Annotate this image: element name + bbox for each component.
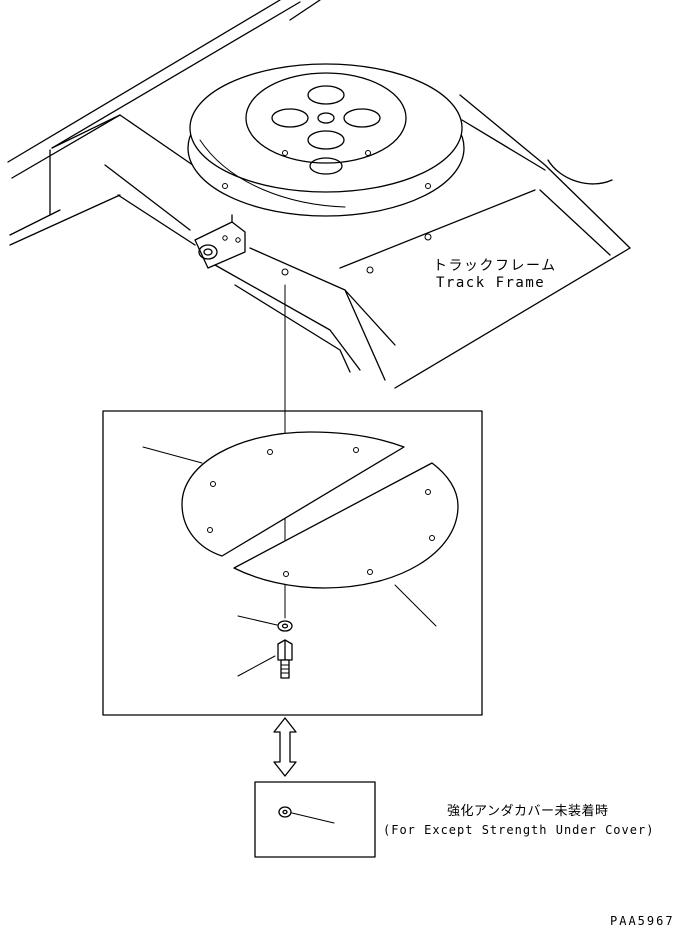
swing-circle bbox=[187, 63, 465, 217]
track-frame-drawing bbox=[7, 0, 631, 389]
variant-jp-label: 強化アンダカバー未装着時 bbox=[447, 803, 608, 819]
washer bbox=[237, 615, 293, 632]
track-frame-en-label: Track Frame bbox=[436, 275, 545, 291]
bolt bbox=[237, 639, 293, 679]
detail-box bbox=[102, 410, 483, 716]
variant-en-label: (For Except Strength Under Cover) bbox=[383, 823, 654, 837]
alternative-box bbox=[254, 781, 376, 858]
under-cover-plates bbox=[142, 431, 459, 627]
drawing-code: PAA5967 bbox=[610, 914, 675, 928]
alternative-arrow bbox=[273, 717, 297, 777]
track-frame-jp-label: トラックフレーム bbox=[433, 258, 557, 274]
nut bbox=[278, 806, 335, 824]
